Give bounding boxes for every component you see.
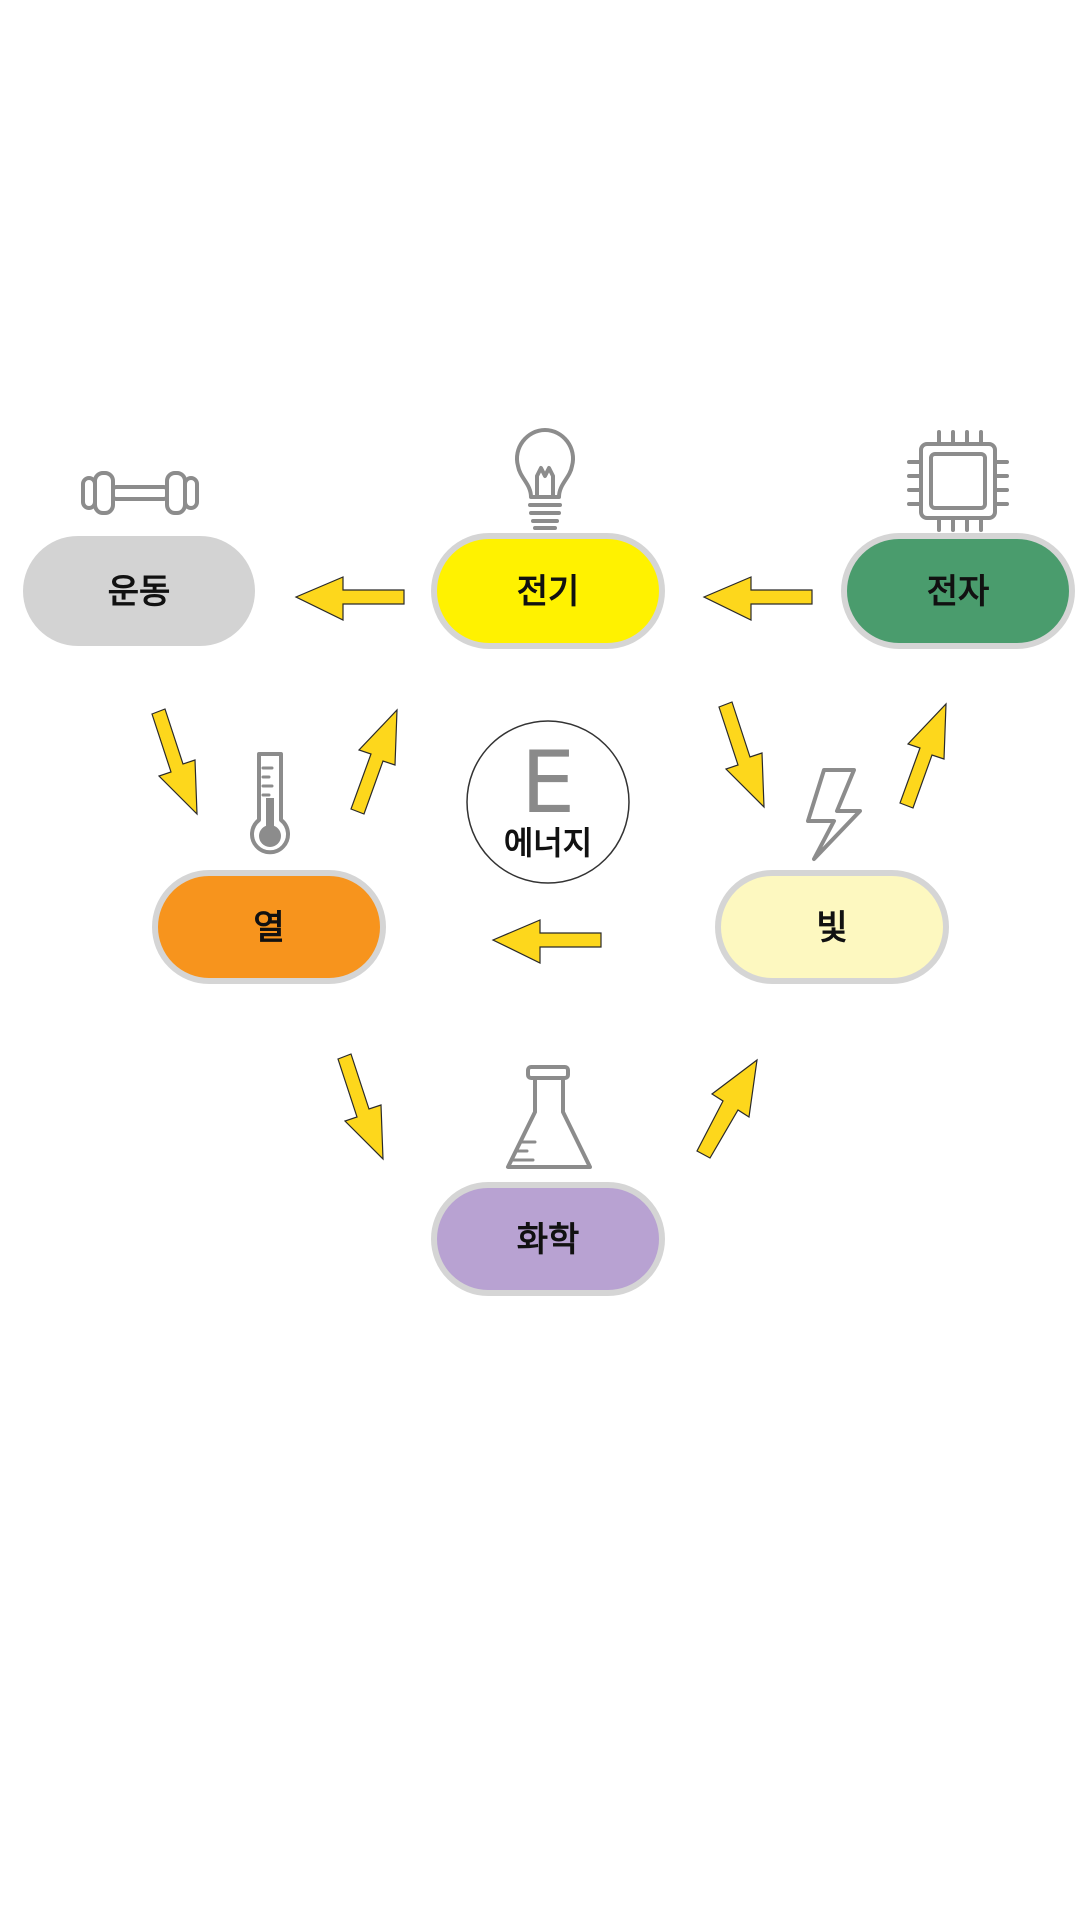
microchip-icon: [907, 430, 1009, 532]
node-light: 빛: [715, 768, 949, 984]
energy-circle: [466, 720, 630, 884]
arrow-electron-to-electricity: [702, 576, 813, 621]
lightning-bolt-icon: [806, 768, 862, 861]
node-heat: 열: [152, 752, 386, 984]
arrow-motion-to-heat: [151, 708, 198, 816]
node-motion-pill: [23, 536, 255, 646]
arrow-heat-to-electricity: [350, 708, 398, 815]
node-electricity-pill: [431, 533, 665, 649]
energy-label: 에너지: [504, 824, 592, 862]
node-electron-pill: [841, 533, 1075, 649]
arrow-light-to-electron: [899, 702, 947, 809]
arrow-electricity-to-motion: [294, 576, 405, 621]
node-electricity: 전기: [431, 428, 665, 649]
arrow-heat-to-chemical: [337, 1053, 384, 1161]
dumbbell-icon: [81, 471, 199, 515]
flask-icon: [506, 1065, 592, 1169]
arrow-light-to-heat: [491, 919, 602, 964]
node-heat-pill: [152, 870, 386, 984]
node-light-pill: [715, 870, 949, 984]
energy-letter: E: [521, 733, 575, 833]
node-chemical-label: 화학: [517, 1220, 580, 1260]
thermometer-icon: [250, 752, 290, 855]
center-energy: E 에너지: [466, 720, 630, 884]
node-chemical-pill: [431, 1182, 665, 1296]
node-motion-label: 운동: [108, 572, 171, 612]
node-heat-label: 열: [253, 908, 284, 948]
node-motion: 운동: [23, 471, 255, 646]
lightbulb-icon: [514, 428, 576, 530]
node-electron-label: 전자: [927, 572, 990, 612]
arrow-chemical-to-light: [696, 1058, 758, 1159]
node-electricity-label: 전기: [517, 572, 580, 612]
node-chemical: 화학: [431, 1065, 665, 1296]
arrows: [151, 576, 947, 1161]
node-electron: 전자: [841, 430, 1075, 649]
arrow-electricity-to-light: [718, 701, 765, 809]
node-light-label: 빛: [816, 908, 847, 948]
